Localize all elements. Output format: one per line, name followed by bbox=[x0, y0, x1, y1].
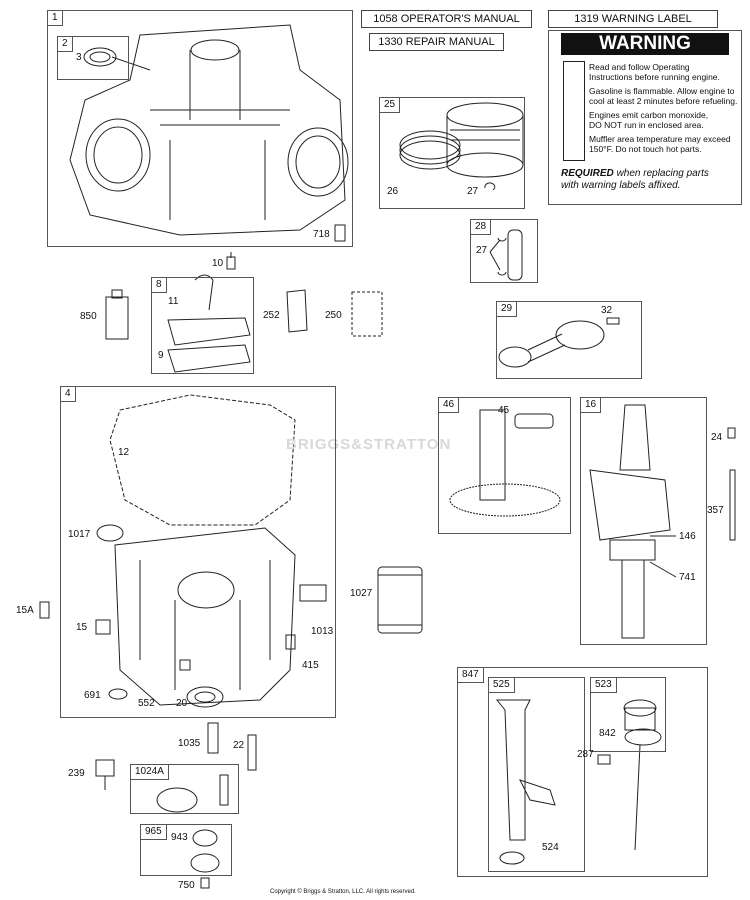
callout-label: 842 bbox=[599, 728, 616, 739]
oil-pan-drawing bbox=[96, 524, 296, 708]
connecting-rod-drawing bbox=[498, 317, 620, 368]
callout-label: 718 bbox=[313, 229, 330, 240]
callout-label: 32 bbox=[601, 305, 613, 316]
callout-label: 252 bbox=[263, 310, 280, 321]
warning-line: Read and follow Operating bbox=[589, 62, 690, 72]
box-4: 4 bbox=[60, 386, 336, 718]
cylinder-block-drawing bbox=[69, 24, 349, 242]
required-note: REQUIRED when replacing parts bbox=[561, 168, 709, 180]
callout-label: 524 bbox=[542, 842, 559, 853]
box-16: 16 bbox=[580, 397, 707, 645]
box-tag: 8 bbox=[151, 277, 167, 293]
box-tag: 29 bbox=[496, 301, 518, 317]
callout-label: 850 bbox=[80, 311, 97, 322]
callout-label: 27 bbox=[467, 186, 479, 197]
callout-label: 146 bbox=[679, 531, 696, 542]
callout-label: 20 bbox=[176, 698, 188, 709]
piston-drawing bbox=[399, 102, 524, 191]
callout-label: 750 bbox=[178, 880, 195, 891]
callout-label: 552 bbox=[138, 698, 155, 709]
warning-heading: WARNING bbox=[561, 33, 729, 55]
required-note-line2: with warning labels affixed. bbox=[561, 180, 681, 191]
callout-label: 250 bbox=[325, 310, 342, 321]
box-28: 28 bbox=[470, 219, 538, 283]
callout-label: 239 bbox=[68, 768, 85, 779]
warning-label-header: 1319 WARNING LABEL bbox=[548, 10, 718, 28]
callout-label: 1035 bbox=[178, 738, 201, 749]
callout-label: 357 bbox=[707, 505, 724, 516]
callout-label: 1027 bbox=[350, 588, 373, 599]
required-rest: when replacing parts bbox=[613, 168, 709, 179]
required-bold: REQUIRED bbox=[561, 168, 614, 179]
camshaft-drawing bbox=[449, 409, 561, 517]
callout-label: 24 bbox=[711, 432, 723, 443]
box-29: 29 bbox=[496, 301, 642, 379]
box-tag: 25 bbox=[379, 97, 401, 113]
repair-manual-box: 1330 REPAIR MANUAL bbox=[369, 33, 504, 51]
warning-line: cool at least 2 minutes before refueling… bbox=[589, 96, 738, 106]
callout-label: 11 bbox=[168, 296, 179, 307]
box-tag: 28 bbox=[470, 219, 492, 235]
warning-line: Gasoline is flammable. Allow engine to bbox=[589, 86, 735, 96]
box-tag: 16 bbox=[580, 397, 602, 413]
callout-label: 9 bbox=[158, 350, 164, 361]
box-1024a: 1024A bbox=[130, 764, 239, 814]
box-tag: 965 bbox=[140, 824, 167, 840]
box-1: 1 bbox=[47, 10, 353, 247]
callout-label: 943 bbox=[171, 832, 188, 843]
warning-label-box: WARNING Read and follow Operating Instru… bbox=[548, 30, 742, 205]
callout-label: 27 bbox=[476, 245, 488, 256]
callout-label: 691 bbox=[84, 690, 101, 701]
callout-label: 15 bbox=[76, 622, 88, 633]
box-965: 965 bbox=[140, 824, 232, 876]
callout-label: 26 bbox=[387, 186, 399, 197]
callout-label: 12 bbox=[118, 447, 130, 458]
box-8: 8 bbox=[151, 277, 254, 374]
callout-label: 3 bbox=[76, 52, 82, 63]
copyright: Copyright © Briggs & Stratton, LLC. All … bbox=[270, 889, 416, 895]
box-523: 523 bbox=[590, 677, 666, 752]
box-847: 847 bbox=[457, 667, 708, 877]
warning-pictograms-icon bbox=[563, 61, 585, 161]
watermark: BRIGGS&STRATTON bbox=[286, 436, 452, 453]
crankshaft-drawing bbox=[589, 404, 671, 639]
callout-label: 22 bbox=[233, 740, 245, 751]
box-tag: 4 bbox=[60, 386, 76, 402]
callout-label: 741 bbox=[679, 572, 696, 583]
box-tag: 46 bbox=[438, 397, 460, 413]
box-tag: 525 bbox=[488, 677, 515, 693]
warning-line: Instructions before running engine. bbox=[589, 72, 720, 82]
dipstick-drawing bbox=[597, 699, 662, 851]
box-46: 46 bbox=[438, 397, 571, 534]
callout-label: 15A bbox=[16, 605, 34, 616]
box-tag: 1 bbox=[47, 10, 63, 26]
box-tag: 523 bbox=[590, 677, 617, 693]
dipstick-tube-drawing bbox=[495, 699, 556, 865]
warning-line: Muffler area temperature may exceed bbox=[589, 134, 731, 144]
breather-drawing bbox=[167, 274, 251, 373]
box-2: 2 bbox=[57, 36, 129, 80]
callout-label: 1013 bbox=[311, 626, 334, 637]
callout-label: 45 bbox=[498, 405, 510, 416]
box-525: 525 bbox=[488, 677, 585, 872]
box-tag: 1024A bbox=[130, 764, 169, 780]
warning-line: 150°F. Do not touch hot parts. bbox=[589, 144, 702, 154]
warning-line: DO NOT run in enclosed area. bbox=[589, 120, 704, 130]
callout-label: 415 bbox=[302, 660, 319, 671]
box-tag: 847 bbox=[457, 667, 484, 683]
callout-label: 1017 bbox=[68, 529, 91, 540]
callout-label: 287 bbox=[577, 749, 594, 760]
operators-manual-box: 1058 OPERATOR'S MANUAL bbox=[361, 10, 532, 28]
box-tag: 2 bbox=[57, 36, 73, 52]
box-25: 25 bbox=[379, 97, 525, 209]
warning-line: Engines emit carbon monoxide, bbox=[589, 110, 709, 120]
callout-label: 10 bbox=[212, 258, 224, 269]
